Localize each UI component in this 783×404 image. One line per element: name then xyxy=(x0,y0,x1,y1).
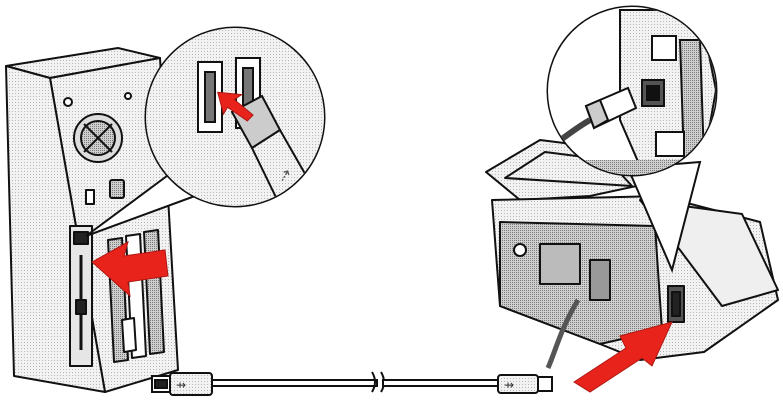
insert-arrow-icon xyxy=(573,321,673,393)
computer-usb-port-zoom: ⇢ xyxy=(144,26,326,208)
fan-grille xyxy=(73,113,123,163)
printer-usb-port-zoom xyxy=(546,5,718,177)
usb-symbol-icon: ⇸ xyxy=(176,378,186,392)
usb-cable: ⇸ ⇸ xyxy=(151,371,553,396)
insert-arrow-icon xyxy=(91,240,169,298)
usb-symbol-icon: ⇸ xyxy=(504,378,514,392)
